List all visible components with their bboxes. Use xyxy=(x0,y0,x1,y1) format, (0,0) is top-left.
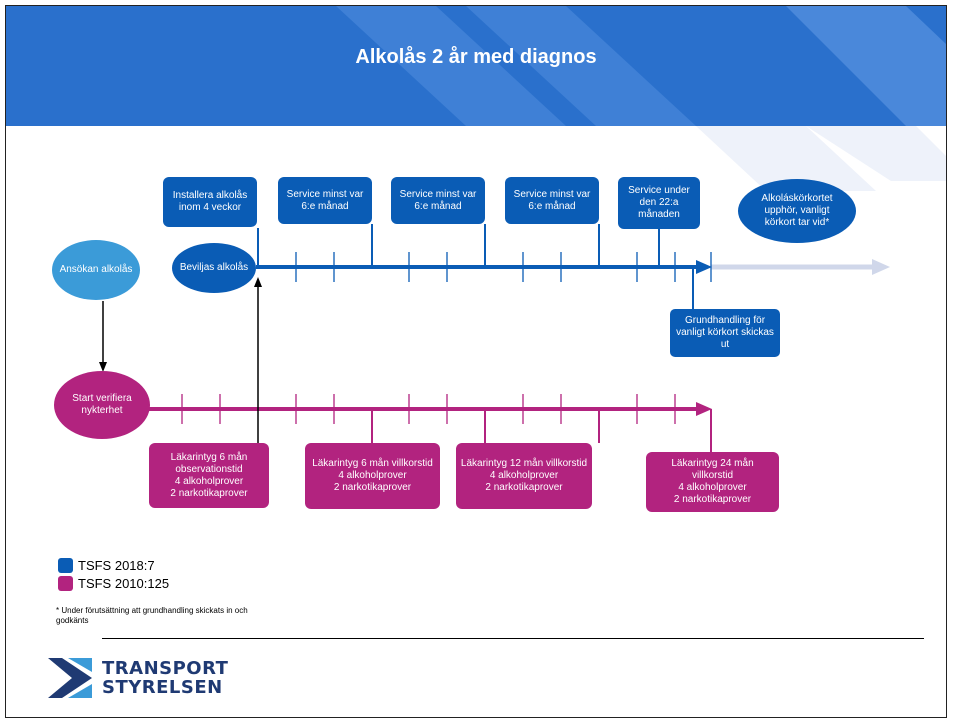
start-node: Start verifiera nykterhet xyxy=(54,371,150,439)
blue-connectors xyxy=(257,224,694,311)
page-title: Alkolås 2 år med diagnos xyxy=(355,46,597,68)
service-step-box-2: Service minst var 6:e månad xyxy=(391,177,485,224)
application-label: Ansökan alkolås xyxy=(59,264,133,275)
pink-connectors xyxy=(371,409,712,453)
service-step-box-1: Service minst var 6:e månad xyxy=(278,177,372,224)
logo-wordmark: TRANSPORT STYRELSEN xyxy=(102,659,228,697)
application-node: Ansökan alkolås xyxy=(52,240,140,300)
legend-item-tsfs2010: TSFS 2010:125 xyxy=(58,576,169,591)
header-decoration xyxy=(336,6,946,126)
legend-swatch-blue xyxy=(58,558,73,573)
certificate-alcohol: 4 alkoholprover xyxy=(489,470,559,481)
certificate-alcohol: 4 alkoholprover xyxy=(338,470,407,481)
granted-label: Beviljas alkolås xyxy=(179,262,249,273)
certificate-title: Läkarintyg 24 mån villkorstid xyxy=(671,458,754,481)
certificate-title: Läkarintyg 6 mån observationstid xyxy=(170,451,248,475)
start-label: Start verifiera nykterhet xyxy=(72,393,132,416)
end-node: Alkoláskörkortet upphör, vanligt körkort… xyxy=(738,179,856,243)
install-step-box: Installera alkolås inom 4 veckor xyxy=(163,177,257,227)
certificate-box-3: Läkarintyg 12 mån villkorstid 4 alkoholp… xyxy=(456,443,592,509)
certificate-narcotics: 2 narkotikaprover xyxy=(333,482,412,493)
legend-label: TSFS 2010:125 xyxy=(78,576,170,591)
certificate-narcotics: 2 narkotikaprover xyxy=(673,494,752,505)
logo-line-2: STYRELSEN xyxy=(102,677,223,698)
blue-timeline-ticks xyxy=(295,252,712,282)
service-step-label: Service minst var 6:e månad xyxy=(286,188,364,212)
flow-arrows xyxy=(99,277,262,443)
footer-divider xyxy=(102,638,924,639)
blue-timeline-arrowhead xyxy=(696,260,712,274)
slide-header: Alkolås 2 år med diagnos xyxy=(6,6,946,126)
service-step-label: Service minst var 6:e månad xyxy=(513,188,591,212)
certificate-alcohol: 4 alkoholprover xyxy=(174,475,244,487)
certificate-box-1: Läkarintyg 6 mån observationstid 4 alkoh… xyxy=(149,443,269,508)
certificate-narcotics: 2 narkotikaprover xyxy=(170,487,248,499)
legend-label: TSFS 2018:7 xyxy=(78,558,155,573)
continuation-arrowhead xyxy=(872,259,890,275)
watermark-stripe xyxy=(696,126,876,191)
service-step-label: Service minst var 6:e månad xyxy=(399,188,477,212)
timeline-diagram xyxy=(99,126,946,453)
end-label: Alkoláskörkortet upphör, vanligt körkort… xyxy=(761,193,833,228)
logo-line-1: TRANSPORT xyxy=(102,658,229,679)
watermark-stripe xyxy=(806,126,946,181)
certificate-box-2: Läkarintyg 6 mån villkorstid 4 alkoholpr… xyxy=(305,443,440,509)
service-22-box: Service under den 22:a månaden xyxy=(618,177,700,229)
certificate-alcohol: 4 alkoholprover xyxy=(678,482,747,493)
certificate-title: Läkarintyg 6 mån villkorstid xyxy=(312,458,433,469)
service-step-box-3: Service minst var 6:e månad xyxy=(505,177,599,224)
transportstyrelsen-logo-icon xyxy=(48,658,92,698)
legend-swatch-pink xyxy=(58,576,73,591)
footnote: * Under förutsättning att grundhandling … xyxy=(56,606,248,625)
install-step-label: Installera alkolås inom 4 veckor xyxy=(172,190,248,213)
pink-timeline-arrowhead xyxy=(696,402,712,416)
service-22-label: Service under den 22:a månaden xyxy=(628,185,690,220)
certificate-narcotics: 2 narkotikaprover xyxy=(485,482,563,493)
document-box: Grundhandling för vanligt körkort skicka… xyxy=(670,309,780,357)
certificate-box-4: Läkarintyg 24 mån villkorstid 4 alkoholp… xyxy=(646,452,779,512)
legend-item-tsfs2018: TSFS 2018:7 xyxy=(58,558,155,573)
certificate-title: Läkarintyg 12 mån villkorstid xyxy=(460,458,588,469)
slide: Alkolås 2 år med diagnos xyxy=(5,5,947,718)
pink-timeline-ticks xyxy=(181,394,676,424)
granted-node: Beviljas alkolås xyxy=(172,243,256,293)
document-label: Grundhandling för vanligt körkort skicka… xyxy=(676,315,774,350)
